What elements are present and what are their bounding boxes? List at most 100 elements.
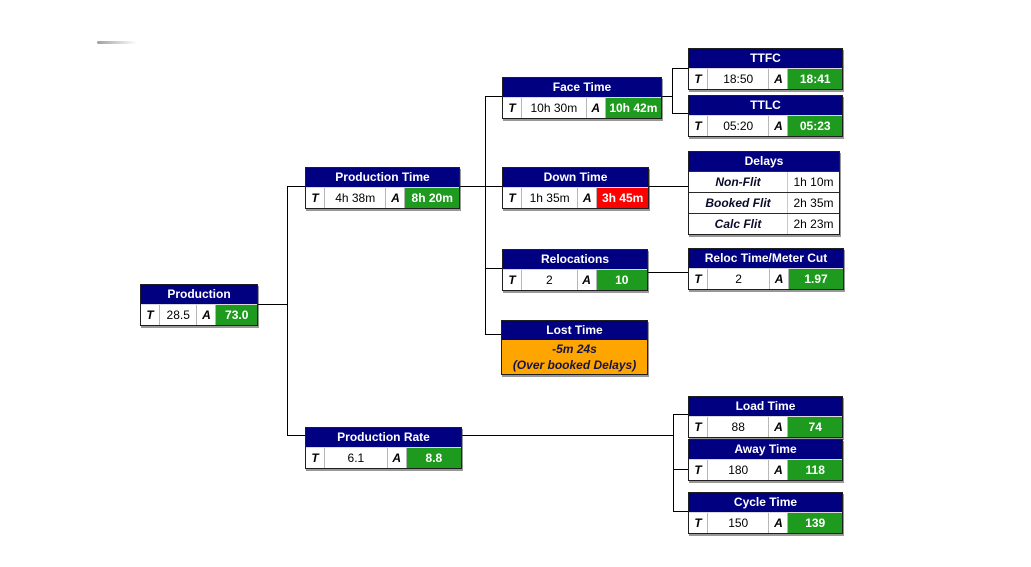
target-value: 180: [708, 460, 770, 480]
node-ttfc: TTFC T 18:50 A 18:41: [688, 48, 843, 90]
actual-label: A: [769, 116, 789, 136]
actual-value: 8h 20m: [405, 188, 459, 208]
delay-row: Calc Flit 2h 23m: [689, 213, 839, 234]
target-value: 2: [708, 269, 771, 289]
target-label: T: [689, 513, 708, 533]
target-value: 88: [708, 417, 770, 437]
actual-label: A: [770, 269, 790, 289]
node-down-time: Down Time T 1h 35m A 3h 45m: [502, 167, 649, 209]
actual-label: A: [388, 448, 407, 468]
target-label: T: [306, 448, 325, 468]
actual-label: A: [769, 417, 789, 437]
connector: [485, 186, 502, 187]
target-value: 4h 38m: [325, 188, 387, 208]
node-title: TTLC: [689, 96, 842, 115]
actual-value: 10: [596, 270, 647, 290]
node-title: Delays: [689, 152, 839, 171]
connector: [673, 511, 688, 512]
node-title: Cycle Time: [689, 493, 842, 512]
scan-smudge-artifact: [97, 41, 137, 44]
target-label: T: [689, 417, 708, 437]
delay-label: Booked Flit: [689, 193, 788, 213]
node-reloc-time-meter-cut: Reloc Time/Meter Cut T 2 A 1.97: [688, 248, 844, 290]
actual-value: 74: [788, 417, 842, 437]
connector: [485, 96, 486, 335]
target-label: T: [141, 305, 160, 325]
connector: [287, 186, 288, 436]
actual-value: 8.8: [406, 448, 461, 468]
node-title: Load Time: [689, 397, 842, 416]
actual-value: 05:23: [788, 116, 842, 136]
delay-label: Non-Flit: [689, 172, 788, 192]
node-title: Lost Time: [502, 321, 647, 340]
connector: [485, 334, 501, 335]
target-label: T: [503, 188, 522, 208]
actual-value: 18:41: [788, 69, 842, 89]
connector: [460, 186, 485, 187]
connector: [673, 414, 688, 415]
connector: [662, 96, 672, 97]
target-label: T: [689, 269, 708, 289]
connector: [462, 435, 673, 436]
actual-label: A: [386, 188, 406, 208]
connector: [672, 68, 688, 69]
actual-value: 118: [788, 460, 842, 480]
target-label: T: [689, 69, 708, 89]
connector: [673, 469, 688, 470]
node-title: Reloc Time/Meter Cut: [689, 249, 843, 268]
target-value: 150: [708, 513, 770, 533]
connector: [672, 68, 673, 114]
connector: [673, 414, 674, 512]
delay-value: 1h 10m: [793, 175, 834, 189]
target-value: 1h 35m: [522, 188, 579, 208]
connector: [287, 186, 305, 187]
target-value: 05:20: [708, 116, 770, 136]
node-title: Away Time: [689, 440, 842, 459]
node-relocations: Relocations T 2 A 10: [502, 249, 648, 291]
target-value: 18:50: [708, 69, 770, 89]
actual-value: 1.97: [789, 269, 843, 289]
delay-value: 2h 35m: [793, 196, 834, 210]
actual-value: 73.0: [216, 305, 257, 325]
lost-time-detail: -5m 24s (Over booked Delays): [502, 340, 647, 374]
connector: [485, 268, 502, 269]
delay-label: Calc Flit: [689, 214, 788, 234]
target-value: 6.1: [325, 448, 388, 468]
actual-value: 3h 45m: [597, 188, 648, 208]
node-production-rate: Production Rate T 6.1 A 8.8: [305, 427, 462, 469]
actual-label: A: [578, 270, 597, 290]
node-away-time: Away Time T 180 A 118: [688, 439, 843, 481]
actual-label: A: [197, 305, 217, 325]
target-label: T: [689, 460, 708, 480]
connector: [672, 113, 688, 114]
node-title: Production Time: [306, 168, 459, 187]
node-title: TTFC: [689, 49, 842, 68]
delay-row: Non-Flit 1h 10m: [689, 171, 839, 192]
actual-label: A: [587, 98, 606, 118]
node-production: Production T 28.5 A 73.0: [140, 284, 258, 326]
node-face-time: Face Time T 10h 30m A 10h 42m: [502, 77, 662, 119]
target-label: T: [306, 188, 325, 208]
node-title: Relocations: [503, 250, 647, 269]
connector: [485, 96, 502, 97]
node-production-time: Production Time T 4h 38m A 8h 20m: [305, 167, 460, 209]
delay-value: 2h 23m: [793, 217, 834, 231]
target-label: T: [689, 116, 708, 136]
connector: [648, 272, 688, 273]
actual-label: A: [769, 513, 789, 533]
node-load-time: Load Time T 88 A 74: [688, 396, 843, 438]
target-label: T: [503, 98, 522, 118]
actual-label: A: [769, 460, 789, 480]
actual-value: 10h 42m: [605, 98, 661, 118]
node-ttlc: TTLC T 05:20 A 05:23: [688, 95, 843, 137]
delay-row: Booked Flit 2h 35m: [689, 192, 839, 213]
node-lost-time: Lost Time -5m 24s (Over booked Delays): [501, 320, 648, 375]
target-value: 2: [522, 270, 578, 290]
lost-time-value: -5m 24s: [552, 342, 597, 356]
connector: [287, 435, 305, 436]
actual-label: A: [578, 188, 598, 208]
target-label: T: [503, 270, 522, 290]
node-title: Production Rate: [306, 428, 461, 447]
node-cycle-time: Cycle Time T 150 A 139: [688, 492, 843, 534]
